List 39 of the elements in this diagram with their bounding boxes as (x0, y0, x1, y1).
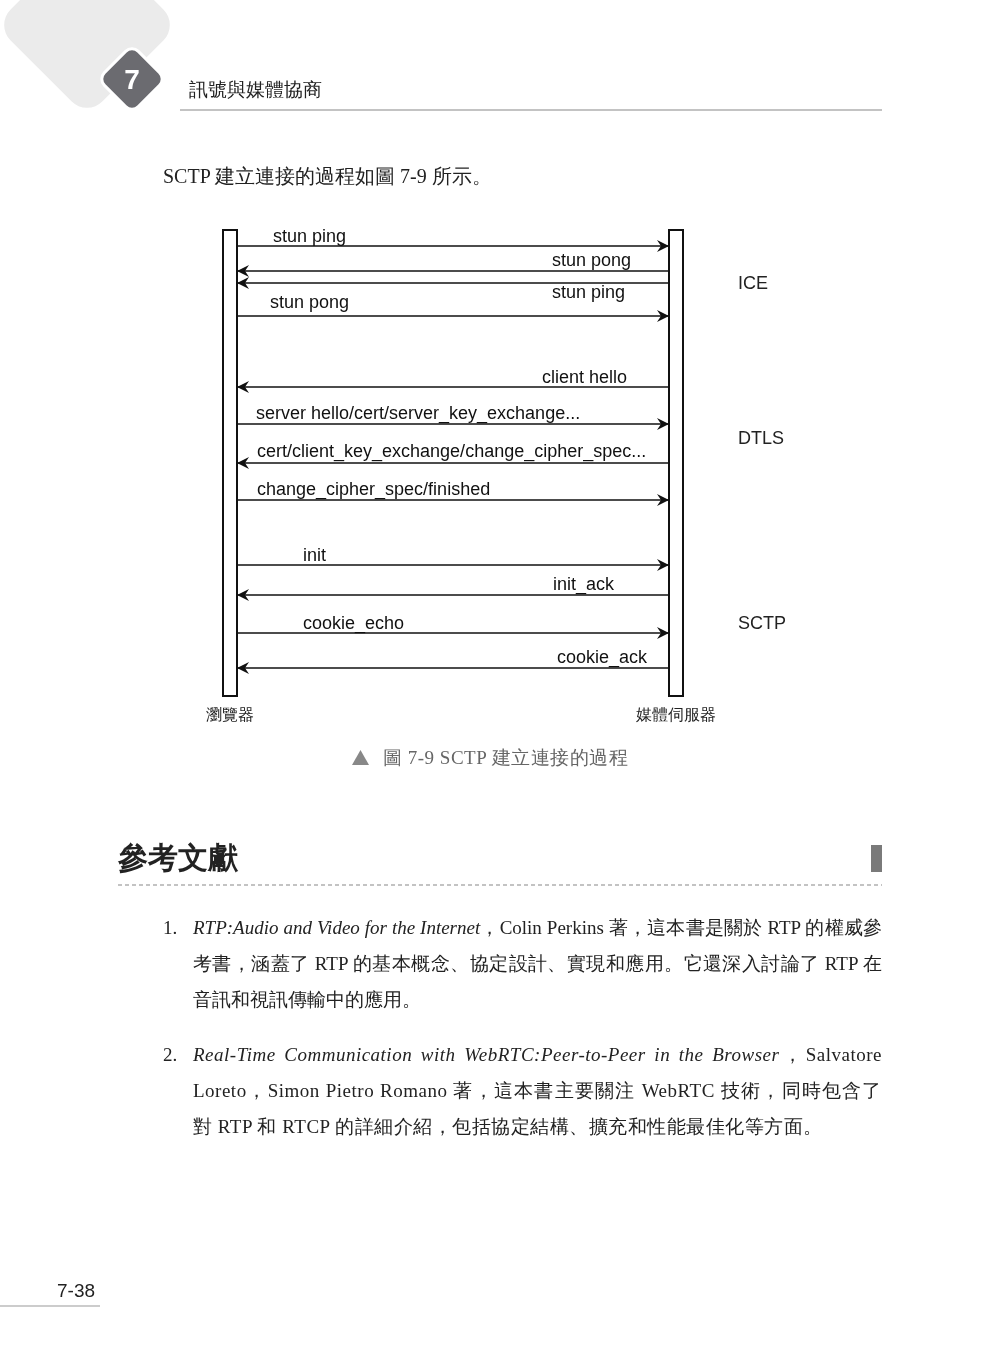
message-label: stun pong (270, 292, 350, 312)
phase-label: SCTP (738, 613, 786, 634)
message-label: cookie_ack (556, 647, 647, 667)
message-label: change_cipher_spec/finished (257, 479, 491, 499)
section-heading: 參考文獻 (118, 840, 238, 876)
reference-entry: RTP:Audio and Video for the Internet，Colin Perkins 著，這本書是關於 RTP 的權威參考書，涵蓋了 RTP 的基本概念、協定設計、實現和應用。它還深入討論了 RTP 在音訊和視訊傳輸中的應用。 (193, 916, 882, 1012)
message-arrow (237, 457, 669, 469)
message-arrow (237, 265, 669, 277)
message-arrow (237, 277, 669, 289)
message-arrow (237, 662, 669, 674)
message-label: init_ack (552, 574, 614, 594)
message-label: init (303, 545, 326, 565)
message-label: server hello/cert/server_key_exchange... (256, 403, 581, 423)
message-arrow (237, 627, 669, 639)
message-arrow (237, 310, 669, 322)
list-number: 1. (163, 917, 178, 939)
message-label: stun ping (273, 226, 347, 246)
intro-sentence: SCTP 建立連接的過程如圖 7-9 所示。 (163, 164, 492, 189)
message-arrow (237, 240, 669, 252)
message-label: client hello (541, 367, 627, 387)
phase-label: ICE (738, 273, 768, 294)
reference-entry: Real-Time Communication with WebRTC:Peer-to-Peer in the Browser，Salvatore Loreto，Simon Pietro Romano 著，這本書主要關注 WebRTC 技術，同時包含了對 RTP 和 RTCP 的詳細介紹，包括協定結構、擴充和性能最佳化等方面。 (193, 1043, 882, 1139)
page-number: 7-38 (57, 1280, 96, 1302)
message-label: cert/client_key_exchange/change_cipher_spec... (257, 441, 647, 461)
chapter-number: 7 (123, 64, 141, 96)
message-label: stun pong (551, 250, 631, 270)
list-number: 2. (163, 1044, 178, 1066)
message-arrow (237, 418, 669, 430)
message-arrow (237, 559, 669, 571)
participant-name: 媒體伺服器 (636, 705, 716, 726)
message-arrow (237, 589, 669, 601)
phase-label: DTLS (738, 428, 784, 449)
message-label: cookie_echo (303, 613, 405, 633)
participant-name: 瀏覽器 (206, 705, 254, 726)
message-arrow (237, 381, 669, 393)
message-arrow (237, 494, 669, 506)
chapter-title: 訊號與媒體協商 (189, 78, 322, 102)
figure-caption: 圖 7-9 SCTP 建立連接的過程 (383, 746, 629, 770)
message-label: stun ping (551, 282, 625, 302)
